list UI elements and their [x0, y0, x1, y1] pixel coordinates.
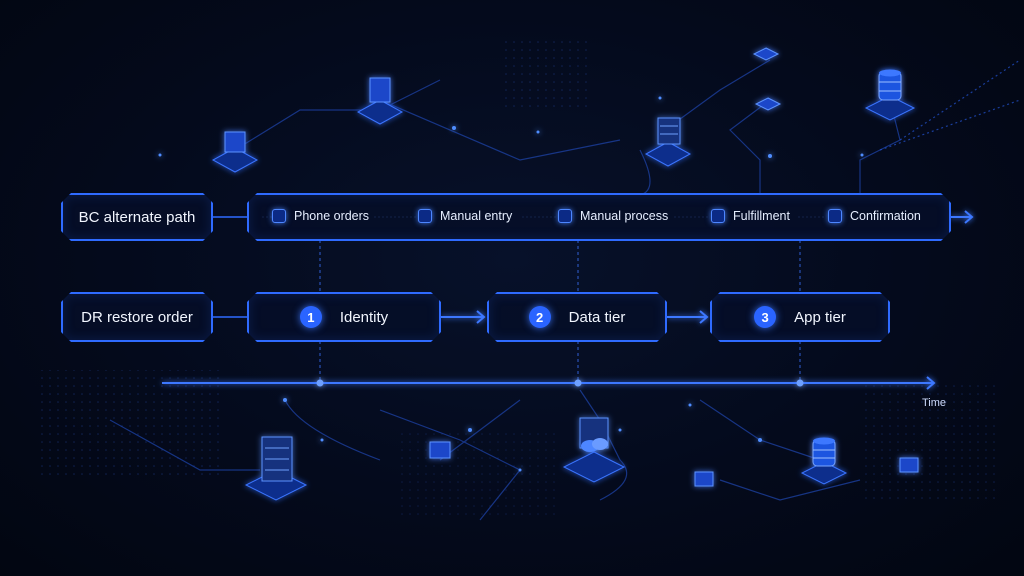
bc-step-label: Fulfillment	[733, 209, 790, 223]
bc-step-label: Manual process	[580, 209, 669, 223]
timeline-marker	[574, 379, 582, 387]
step-square-icon	[418, 209, 432, 223]
timeline-marker	[796, 379, 804, 387]
dr-stage-app-tier: 3 App tier	[710, 292, 890, 342]
stage-name: Data tier	[568, 308, 626, 326]
bc-step-confirmation: Confirmation	[828, 209, 921, 223]
device-icon	[429, 441, 919, 487]
server-rack-icon	[644, 117, 692, 167]
device-icon	[752, 47, 782, 111]
server-icon	[356, 77, 404, 125]
stage-name: App tier	[794, 308, 846, 326]
dr-label-text: DR restore order	[81, 308, 193, 326]
step-square-icon	[558, 209, 572, 223]
bc-alternate-path-label: BC alternate path	[61, 193, 213, 241]
stage-number-badge: 3	[754, 306, 776, 328]
bc-step-manual-entry: Manual entry	[418, 209, 512, 223]
dr-restore-order-label: DR restore order	[61, 292, 213, 342]
step-square-icon	[272, 209, 286, 223]
step-square-icon	[828, 209, 842, 223]
step-square-icon	[711, 209, 725, 223]
bc-label-text: BC alternate path	[78, 208, 196, 226]
timeline-marker	[316, 379, 324, 387]
server-rack-icon	[244, 436, 308, 501]
database-icon	[864, 69, 916, 121]
bc-step-fulfillment: Fulfillment	[711, 209, 790, 223]
dr-stage-identity: 1 Identity	[247, 292, 441, 342]
bc-step-label: Confirmation	[850, 209, 921, 223]
timeline-label: Time	[922, 397, 947, 409]
bc-step-label: Phone orders	[294, 209, 370, 223]
database-icon	[800, 437, 848, 485]
server-icon	[211, 131, 259, 173]
cloud-icon	[562, 417, 626, 483]
bc-step-phone-orders: Phone orders	[272, 209, 369, 223]
timeline-axis	[162, 376, 936, 390]
stage-number-badge: 2	[529, 306, 551, 328]
bc-step-label: Manual entry	[440, 209, 513, 223]
stage-name: Identity	[339, 308, 389, 326]
bc-step-manual-process: Manual process	[558, 209, 668, 223]
dr-stage-data-tier: 2 Data tier	[487, 292, 667, 342]
stage-number-badge: 1	[300, 306, 322, 328]
